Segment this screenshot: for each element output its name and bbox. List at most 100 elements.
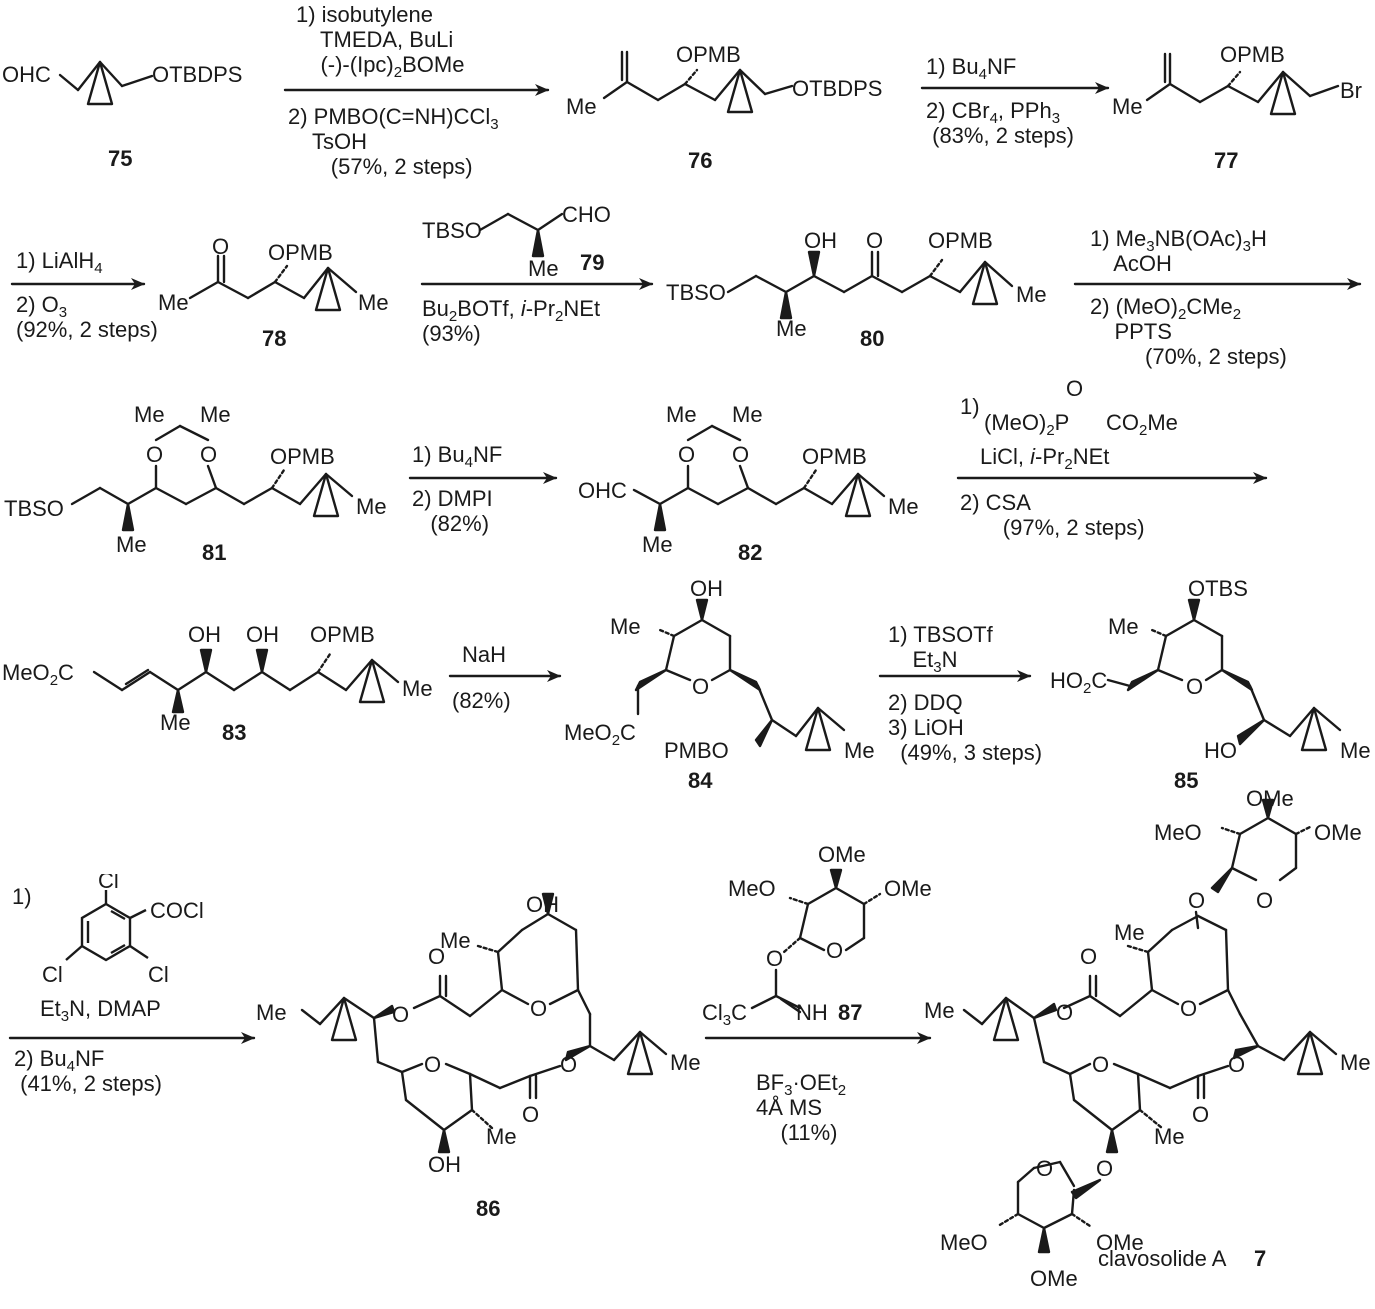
conditions-step-10-above: 1) xyxy=(12,884,32,909)
atom-label: TBSO xyxy=(666,280,726,305)
atom-label: Me xyxy=(440,928,471,953)
atom-label: HO xyxy=(1204,738,1237,763)
compound-number-77: 77 xyxy=(1214,148,1239,173)
atom-label: OMe xyxy=(1314,820,1362,845)
compound-84-bonds xyxy=(634,598,846,752)
compound-number-76: 76 xyxy=(688,148,713,173)
atom-label: O xyxy=(1080,944,1098,969)
conditions-step-3-above: 1) LiAlH4 xyxy=(16,248,103,277)
atom-label: OPMB xyxy=(1220,42,1285,67)
compound-number-85: 85 xyxy=(1174,768,1199,793)
atom-label: OPMB xyxy=(676,42,741,67)
atom-label: O xyxy=(200,442,218,467)
compound-80-bonds xyxy=(726,250,1014,320)
atom-label: PMBO xyxy=(664,738,729,763)
compound-number-83: 83 xyxy=(222,720,247,745)
conditions-step-5-above: 1) Me3NB(OAc)3H AcOH xyxy=(1090,226,1267,276)
atom-label: OTBDPS xyxy=(792,76,883,101)
compound-87-bonds xyxy=(750,868,882,1014)
compound-75-bonds xyxy=(58,60,154,106)
atom-label: Me xyxy=(610,614,641,639)
atom-label: O xyxy=(560,1052,578,1077)
atom-label: Br xyxy=(1340,78,1362,103)
compound-number-7: 7 xyxy=(1254,1246,1266,1271)
atom-label: OPMB xyxy=(802,444,867,469)
compound-number-75: 75 xyxy=(108,146,133,171)
atom-label: Me xyxy=(356,494,387,519)
atom-label: O xyxy=(1180,996,1198,1021)
atom-label: TBSO xyxy=(422,218,482,243)
atom-label: O xyxy=(1092,1052,1110,1077)
compound-7-bonds xyxy=(962,798,1338,1254)
atom-label: O xyxy=(428,944,446,969)
atom-label: Me xyxy=(358,290,389,315)
atom-label: Me xyxy=(200,402,231,427)
compound-number-86: 86 xyxy=(476,1196,501,1221)
atom-label: OMe xyxy=(1096,1230,1144,1255)
atom-label: OMe xyxy=(1246,786,1294,811)
conditions-step-2-below: 2) CBr4, PPh3 (83%, 2 steps) xyxy=(926,98,1074,148)
conditions-step-7-above-2: LiCl, i-Pr2NEt xyxy=(980,444,1110,473)
conditions-step-1-below: 2) PMBO(C=NH)CCl3 TsOH (57%, 2 steps) xyxy=(288,104,499,179)
atom-label: O xyxy=(1036,1156,1054,1181)
atom-label: O xyxy=(732,442,750,467)
svg-text:COCl: COCl xyxy=(150,898,204,923)
atom-label: OPMB xyxy=(310,622,375,647)
compound-77-bonds xyxy=(1145,52,1340,116)
atom-label: O xyxy=(766,946,784,971)
atom-label: Me xyxy=(666,402,697,427)
compound-number-79: 79 xyxy=(580,250,605,275)
atom-label: OH xyxy=(804,228,837,253)
conditions-step-10-above-2: Et3N, DMAP xyxy=(40,996,161,1025)
atom-label: O xyxy=(826,938,844,963)
conditions-step-2-above: 1) Bu4NF xyxy=(926,54,1017,83)
atom-label: OPMB xyxy=(928,228,993,253)
conditions-step-8-below: (82%) xyxy=(452,688,511,713)
conditions-step-7-below: 2) CSA (97%, 2 steps) xyxy=(960,490,1145,540)
compound-number-87: 87 xyxy=(838,1000,863,1025)
atom-label: O xyxy=(1096,1156,1114,1181)
compound-83-bonds xyxy=(92,648,400,714)
atom-label: O xyxy=(1256,888,1274,913)
atom-label: O xyxy=(522,1102,540,1127)
atom-label: O xyxy=(1188,888,1206,913)
svg-text:Cl: Cl xyxy=(42,962,63,987)
compound-number-80: 80 xyxy=(860,326,885,351)
atom-label: O xyxy=(1056,1000,1074,1025)
atom-label: Me xyxy=(528,256,559,281)
atom-label: CHO xyxy=(562,202,611,227)
conditions-step-5-below: 2) (MeO)2CMe2 PPTS (70%, 2 steps) xyxy=(1090,294,1287,369)
svg-text:Cl: Cl xyxy=(98,874,119,893)
atom-label: Me xyxy=(116,532,147,557)
conditions-step-11-below: BF3·OEt2 4Å MS (11%) xyxy=(756,1070,847,1145)
atom-label: Me xyxy=(670,1050,701,1075)
compound-label-clavosolide-a: clavosolide A xyxy=(1098,1246,1227,1271)
atom-label: Me xyxy=(888,494,919,519)
phosphonate-reagent: (MeO)2P xyxy=(984,410,1070,439)
atom-label: Me xyxy=(134,402,165,427)
atom-label: O xyxy=(692,674,710,699)
conditions-step-8-above: NaH xyxy=(462,642,507,667)
atom-label: O xyxy=(1228,1052,1246,1077)
conditions-step-3-below: 2) O3 (92%, 2 steps) xyxy=(16,292,158,342)
atom-label: Cl3C xyxy=(702,1000,748,1029)
atom-label: OMe xyxy=(1030,1266,1078,1291)
atom-label: O xyxy=(146,442,164,467)
atom-label: Me xyxy=(732,402,763,427)
atom-label: HO2C xyxy=(1050,668,1108,697)
atom-label: Me xyxy=(1114,920,1145,945)
benzoyl-chloride-structure: Cl COCl Cl Cl xyxy=(42,874,204,987)
compound-number-78: 78 xyxy=(262,326,287,351)
atom-label: Me xyxy=(1340,738,1371,763)
atom-label: Me xyxy=(776,316,807,341)
compound-79-bonds xyxy=(478,212,564,258)
phosphonate-ester: CO2Me xyxy=(1106,410,1178,439)
compound-86-bonds xyxy=(300,892,668,1154)
compound-82-bonds xyxy=(632,424,886,532)
conditions-step-4-below: Bu2BOTf, i-Pr2NEt (93%) xyxy=(422,296,601,346)
atom-label: Me xyxy=(1154,1124,1185,1149)
conditions-step-6-above: 1) Bu4NF xyxy=(412,442,503,471)
atom-label: O xyxy=(866,228,884,253)
svg-text:Cl: Cl xyxy=(148,962,169,987)
